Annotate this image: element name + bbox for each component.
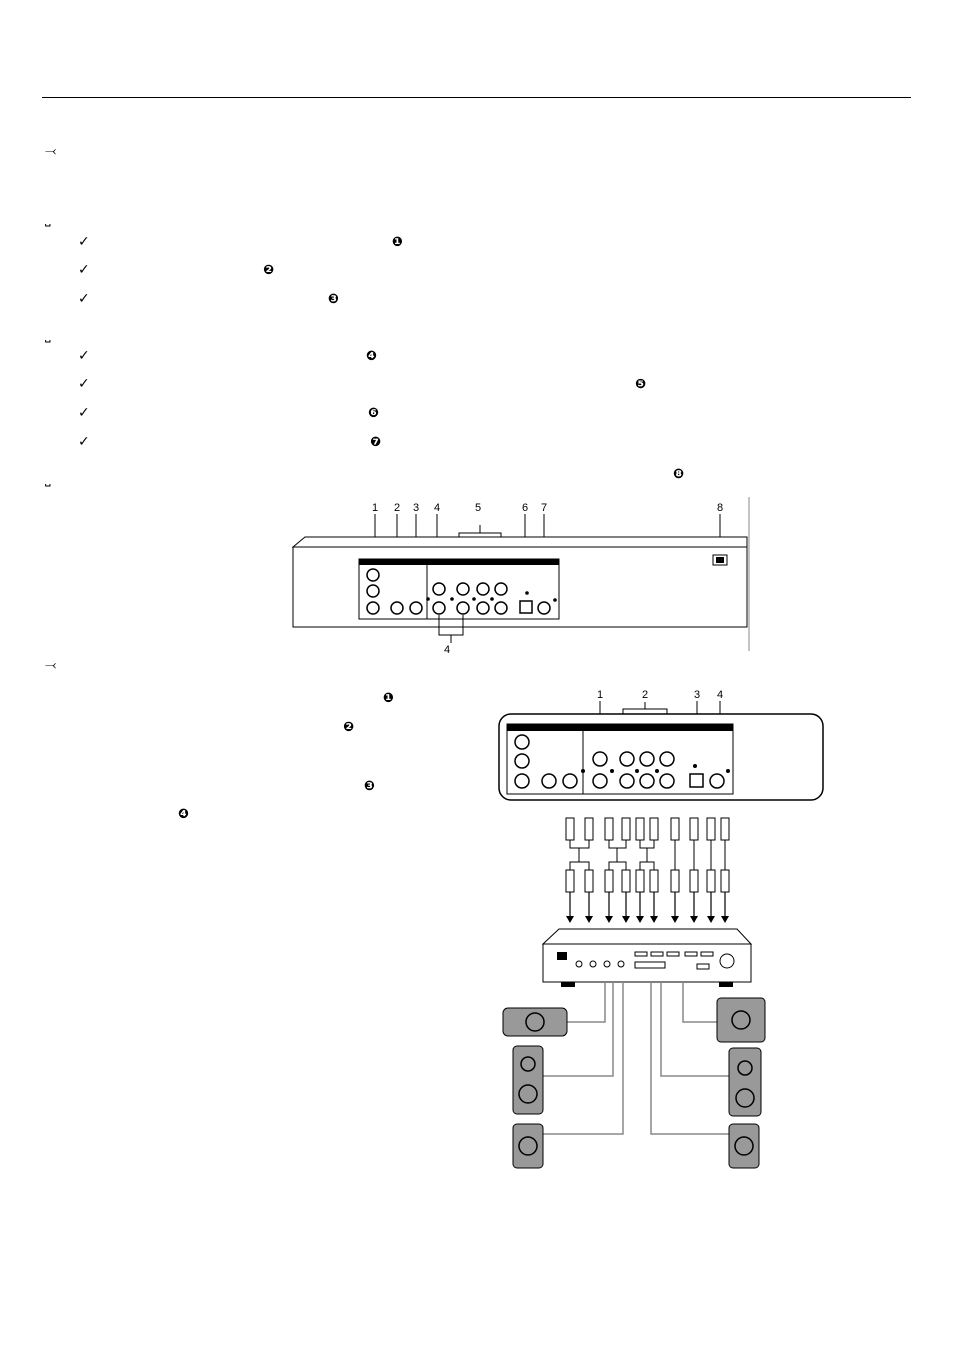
rear-panel-diagram: 1 2 3 4 5 6 7 8 4 xyxy=(291,497,750,655)
check-icon: ✓ xyxy=(78,291,90,307)
callout-2: 2 xyxy=(394,502,400,514)
item-number-2: ❷ xyxy=(263,263,275,278)
item-number-6: ❻ xyxy=(368,406,380,421)
item-number-7: ❼ xyxy=(370,435,382,450)
step-number-1: ❶ xyxy=(383,691,395,706)
section-mark-3: ⎵ xyxy=(45,327,51,343)
item-number-8: ❽ xyxy=(673,467,685,482)
section-mark-2: ⎵ xyxy=(45,211,51,227)
item-number-1: ❶ xyxy=(392,235,404,250)
check-icon: ✓ xyxy=(78,262,90,278)
check-icon: ✓ xyxy=(78,434,90,450)
step-number-4: ❹ xyxy=(178,807,190,822)
connection-diagram: 1 2 3 4 xyxy=(498,689,824,1169)
conn-callout-3: 3 xyxy=(694,689,700,701)
callout-4-bottom: 4 xyxy=(444,644,450,655)
callout-5: 5 xyxy=(475,502,481,514)
header-rule xyxy=(42,97,911,98)
callout-7: 7 xyxy=(541,502,547,514)
check-icon: ✓ xyxy=(78,376,90,392)
check-icon: ✓ xyxy=(78,234,90,250)
item-number-4: ❹ xyxy=(366,349,378,364)
callout-4: 4 xyxy=(434,502,440,514)
conn-callout-4: 4 xyxy=(717,689,723,701)
callout-8: 8 xyxy=(717,502,723,514)
conn-callout-2: 2 xyxy=(642,689,648,701)
step-number-2: ❷ xyxy=(343,720,355,735)
callout-1: 1 xyxy=(372,502,378,514)
item-number-5: ❺ xyxy=(635,377,647,392)
callout-3: 3 xyxy=(413,502,419,514)
section-mark-4: ⎵ xyxy=(45,471,51,487)
conn-callout-1: 1 xyxy=(597,689,603,701)
section-mark-5: ⤙ xyxy=(45,657,57,673)
section-mark-1: ⤙ xyxy=(45,143,57,159)
item-number-3: ❸ xyxy=(328,292,340,307)
step-number-3: ❸ xyxy=(364,779,376,794)
callout-6: 6 xyxy=(522,502,528,514)
check-icon: ✓ xyxy=(78,405,90,421)
check-icon: ✓ xyxy=(78,348,90,364)
